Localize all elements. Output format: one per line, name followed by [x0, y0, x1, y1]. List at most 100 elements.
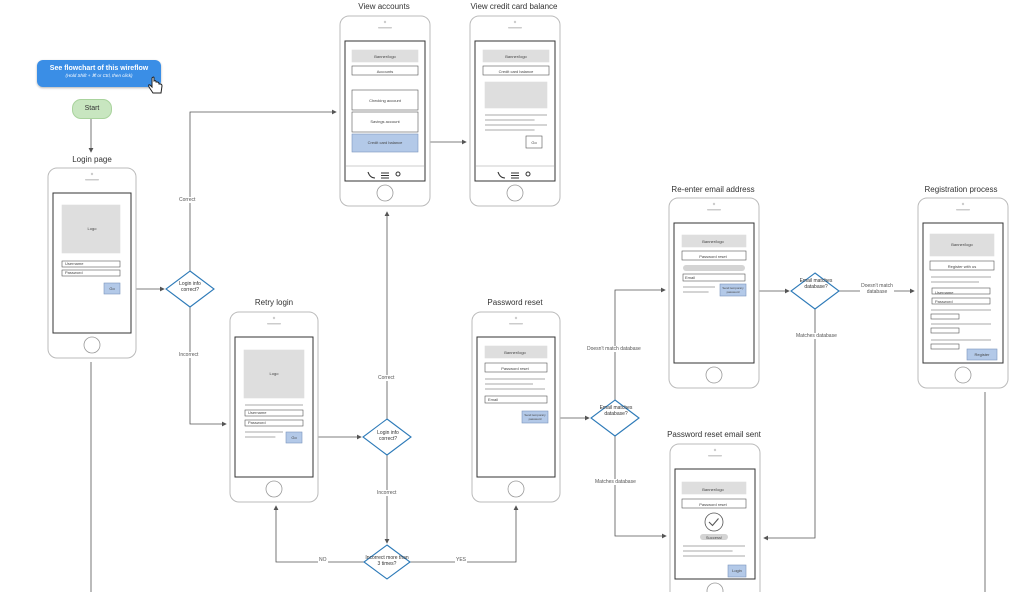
decision-email-2: Email matches database? — [799, 278, 833, 290]
phone-login-page-home-button — [83, 336, 101, 354]
check-icon — [708, 518, 719, 527]
phone-password-reset-camera — [514, 316, 518, 320]
sent-login-box — [727, 564, 747, 578]
phone-login-page-speaker — [85, 179, 99, 181]
phone-registration-home-button — [954, 366, 972, 384]
reset-banner: Banner/logo — [504, 350, 526, 355]
sent-heading-box — [681, 498, 747, 509]
sent-check-circle — [704, 512, 724, 532]
retry-text-0 — [245, 431, 283, 433]
login-username[interactable]: Username — [65, 261, 84, 266]
decision-incorrect-3: Incorrect more than 3 times? — [365, 555, 409, 567]
reenter-pill — [683, 265, 745, 271]
login-go-button[interactable]: Go — [109, 286, 115, 291]
sent-banner-box — [681, 481, 747, 495]
accounts-checking-box — [351, 89, 419, 111]
accounts-item-savings[interactable]: Savings account — [370, 119, 400, 124]
title-password-reset: Password reset — [487, 298, 543, 307]
decision-login-correct-1: Login info correct? — [179, 281, 201, 293]
register-password[interactable]: Password — [935, 299, 953, 304]
phone-password-reset — [471, 311, 561, 503]
reset-heading-box — [484, 362, 548, 373]
reset-email-box — [484, 395, 548, 404]
retry-go-box — [285, 431, 303, 444]
start-node: Start — [72, 99, 112, 119]
conn-d5-sent — [763, 309, 816, 541]
retry-username[interactable]: Username — [248, 410, 267, 415]
phone-view-credit-speaker — [508, 27, 522, 29]
register-field-b — [930, 327, 960, 334]
conn-d4-reenter — [614, 287, 666, 400]
retry-logo-label: Logo — [269, 371, 279, 376]
retry-password[interactable]: Password — [248, 420, 266, 425]
see-flowchart-hint: (Hold Shift + ⌘ or Ctrl, then click) — [65, 73, 133, 78]
title-registration: Registration process — [924, 185, 998, 194]
phone-view-credit-home-button — [506, 184, 524, 202]
edge-doesnt-match-1: Doesn't match database — [586, 346, 642, 352]
retry-password-box — [244, 419, 304, 427]
reenter-email[interactable]: Email — [685, 275, 696, 280]
login-go-box — [103, 282, 121, 295]
phone-reset-sent-speaker — [708, 455, 722, 457]
credit-text-2 — [485, 124, 547, 126]
credit-go-button[interactable]: Go — [531, 140, 537, 145]
credit-heading-box — [482, 65, 550, 76]
sent-login-button[interactable]: Login — [732, 568, 742, 573]
register-username[interactable]: Username — [935, 290, 954, 295]
phone-view-accounts-screen — [344, 40, 426, 182]
phone-retry-login-home-button — [265, 480, 283, 498]
phone-view-accounts — [339, 15, 431, 207]
reenter-banner: Banner/logo — [702, 239, 724, 244]
reset-email[interactable]: Email — [488, 397, 499, 402]
retry-username-box — [244, 409, 304, 417]
reset-text-1 — [485, 383, 533, 385]
phone-password-reset-speaker — [509, 323, 523, 325]
register-button[interactable]: Register — [974, 352, 990, 357]
register-heading: Register with us — [947, 264, 977, 269]
phone-view-credit — [469, 15, 561, 207]
reenter-send-button[interactable]: Send temporary password — [722, 286, 744, 294]
register-field-a — [930, 313, 960, 320]
register-banner: Banner/logo — [951, 242, 973, 247]
conn-d3-yes — [410, 505, 519, 563]
see-flowchart-button[interactable]: See flowchart of this wireflow (Hold Shi… — [37, 60, 161, 87]
title-reset-sent: Password reset email sent — [667, 430, 761, 439]
credit-text-3 — [485, 129, 535, 131]
title-view-accounts: View accounts — [358, 2, 410, 11]
phone-login-page — [47, 167, 137, 359]
phone-reenter-email-home-button — [705, 366, 723, 384]
register-button-box — [966, 348, 998, 361]
reset-send-button[interactable]: Send temporary password — [524, 413, 546, 421]
phone-reset-sent — [669, 443, 761, 592]
phone-retry-login-speaker — [267, 323, 281, 325]
decision-email-1: Email matches database? — [599, 405, 633, 417]
phone-reset-sent-camera — [713, 448, 717, 452]
phone-reenter-email-camera — [712, 202, 716, 206]
phone-view-accounts-camera — [383, 20, 387, 24]
edge-correct-1: Correct — [178, 197, 197, 203]
register-text-4-0 — [931, 339, 991, 341]
phone-registration-camera — [961, 202, 965, 206]
reenter-banner-box — [681, 234, 747, 248]
edge-doesnt-match-2: Doesn't match database — [860, 283, 894, 295]
accounts-item-checking[interactable]: Checking account — [369, 98, 401, 103]
retry-logo-box — [243, 349, 305, 399]
phone-registration-speaker — [956, 209, 970, 211]
sent-heading: Password reset — [699, 502, 727, 507]
register-username-box — [931, 287, 991, 295]
retry-go-button[interactable]: Go — [291, 435, 297, 440]
accounts-heading: Accounts — [376, 69, 394, 74]
edge-matches-2: Matches database — [795, 333, 838, 339]
credit-banner-box — [482, 49, 550, 63]
conn-d3-no — [273, 505, 364, 563]
reenter-text-0 — [683, 286, 715, 288]
accounts-item-credit[interactable]: Credit card balance — [367, 140, 403, 145]
accounts-banner: Banner/logo — [374, 54, 396, 59]
sent-success-badge: Success! — [705, 535, 723, 540]
see-flowchart-label: See flowchart of this wireflow — [49, 65, 149, 72]
sent-text-0 — [683, 545, 745, 547]
accounts-heading-box — [351, 65, 419, 76]
accounts-savings-box — [351, 111, 419, 133]
sent-banner: Banner/logo — [702, 487, 724, 492]
login-password[interactable]: Password — [65, 270, 83, 275]
